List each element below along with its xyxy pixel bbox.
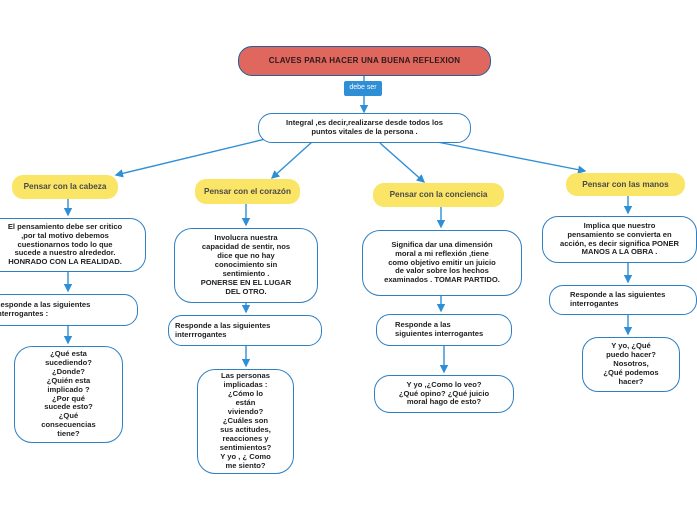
- questions-corazon-text: Las personas implicadas : ¿Cómo lo están…: [219, 371, 272, 470]
- topic-pensar-corazon-label: Pensar con el corazón: [204, 186, 291, 196]
- description-cabeza[interactable]: El pensamiento debe ser critico ,por tal…: [0, 218, 146, 272]
- prompt-corazon-text: Responde a las siguientes interrrogantes: [175, 320, 271, 339]
- connector-main-cabeza: [114, 135, 279, 178]
- root-topic-text: CLAVES PARA HACER UNA BUENA REFLEXION: [268, 56, 461, 66]
- topic-pensar-conciencia-label: Pensar con la conciencia: [389, 190, 488, 200]
- description-manos[interactable]: Implica que nuestro pensamiento se convi…: [542, 216, 697, 263]
- topic-pensar-manos[interactable]: Pensar con las manos: [566, 173, 685, 196]
- questions-conciencia[interactable]: Y yo ,¿Como lo veo? ¿Qué opino? ¿Qué jui…: [374, 375, 514, 413]
- main-topic[interactable]: Integral ,es decir,realizarse desde todo…: [258, 113, 471, 143]
- link-label-debe-ser: debe ser: [344, 81, 382, 96]
- prompt-corazon[interactable]: Responde a las siguientes interrrogantes: [168, 315, 322, 346]
- questions-manos-text: Y yo, ¿Qué puedo hacer? Nosotros, ¿Qué p…: [603, 341, 659, 386]
- description-conciencia[interactable]: Significa dar una dimensión moral a mi r…: [362, 230, 522, 296]
- prompt-manos-text: Responde a las siguientes interrogantes: [570, 290, 666, 308]
- description-corazon-text: Involucra nuestra capacidad de sentir, n…: [200, 233, 292, 296]
- questions-manos[interactable]: Y yo, ¿Qué puedo hacer? Nosotros, ¿Qué p…: [582, 337, 680, 392]
- description-manos-text: Implica que nuestro pensamiento se convi…: [559, 220, 679, 257]
- questions-conciencia-text: Y yo ,¿Como lo veo? ¿Qué opino? ¿Qué jui…: [398, 379, 490, 407]
- connector-main-manos: [431, 140, 587, 174]
- connector-main-corazon: [270, 141, 313, 179]
- topic-pensar-cabeza[interactable]: Pensar con la cabeza: [12, 175, 118, 199]
- link-label-text: debe ser: [349, 84, 377, 92]
- prompt-conciencia[interactable]: Responde a las siguientes interrogantes: [376, 314, 512, 346]
- main-topic-text: Integral ,es decir,realizarse desde todo…: [285, 118, 443, 136]
- root-topic[interactable]: CLAVES PARA HACER UNA BUENA REFLEXION: [238, 46, 491, 76]
- topic-pensar-cabeza-label: Pensar con la cabeza: [23, 182, 107, 192]
- questions-corazon[interactable]: Las personas implicadas : ¿Cómo lo están…: [197, 369, 294, 474]
- questions-cabeza[interactable]: ¿Qué esta sucediendo? ¿Donde? ¿Quién est…: [14, 346, 123, 443]
- prompt-manos[interactable]: Responde a las siguientes interrogantes: [549, 285, 697, 315]
- questions-cabeza-text: ¿Qué esta sucediendo? ¿Donde? ¿Quién est…: [41, 348, 96, 439]
- prompt-cabeza-text: Responde a las siguientes interrogantes …: [0, 300, 91, 318]
- description-conciencia-text: Significa dar una dimensión moral a mi r…: [384, 239, 500, 285]
- prompt-conciencia-text: Responde a las siguientes interrogantes: [395, 320, 484, 338]
- description-cabeza-text: El pensamiento debe ser critico ,por tal…: [7, 221, 123, 267]
- topic-pensar-manos-label: Pensar con las manos: [582, 179, 669, 189]
- prompt-cabeza[interactable]: Responde a las siguientes interrogantes …: [0, 294, 138, 326]
- description-corazon[interactable]: Involucra nuestra capacidad de sentir, n…: [174, 228, 318, 303]
- connector-main-conciencia: [379, 142, 426, 183]
- topic-pensar-conciencia[interactable]: Pensar con la conciencia: [373, 183, 504, 207]
- topic-pensar-corazon[interactable]: Pensar con el corazón: [195, 179, 300, 204]
